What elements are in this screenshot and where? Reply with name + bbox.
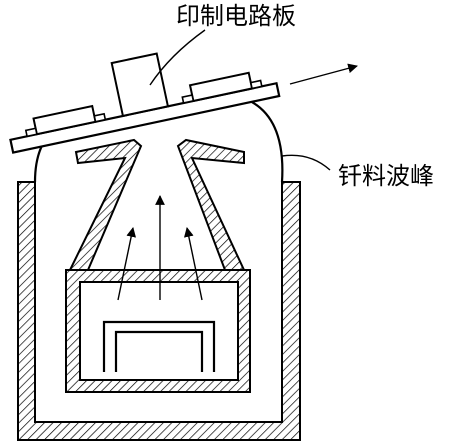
flow-arrow-1 <box>117 227 136 301</box>
pcb-label: 印制电路板 <box>176 2 296 30</box>
solder-pot <box>17 181 301 441</box>
impeller-outer <box>102 320 216 372</box>
pcb <box>9 52 281 154</box>
pcb-component-left-pad <box>24 127 38 138</box>
pcb-component-right-pad <box>181 94 195 104</box>
solder-wave-leader-line <box>281 154 331 171</box>
pcb-component-left <box>32 104 97 136</box>
solder-wave-label: 钎料波峰 <box>338 162 434 190</box>
pcb-travel-arrow <box>289 63 358 85</box>
nozzle-right-wall <box>176 138 246 271</box>
pcb-component-center <box>110 52 170 118</box>
pcb-component-left-pad2 <box>93 112 107 123</box>
pump-chamber <box>65 269 251 393</box>
flow-arrow-3 <box>184 227 203 301</box>
pcb-component-right <box>188 71 254 103</box>
nozzle-left-wall <box>68 138 143 271</box>
pcb-leader-line <box>149 29 206 86</box>
pcb-component-right-pad2 <box>249 79 263 90</box>
impeller-inner <box>114 330 204 372</box>
